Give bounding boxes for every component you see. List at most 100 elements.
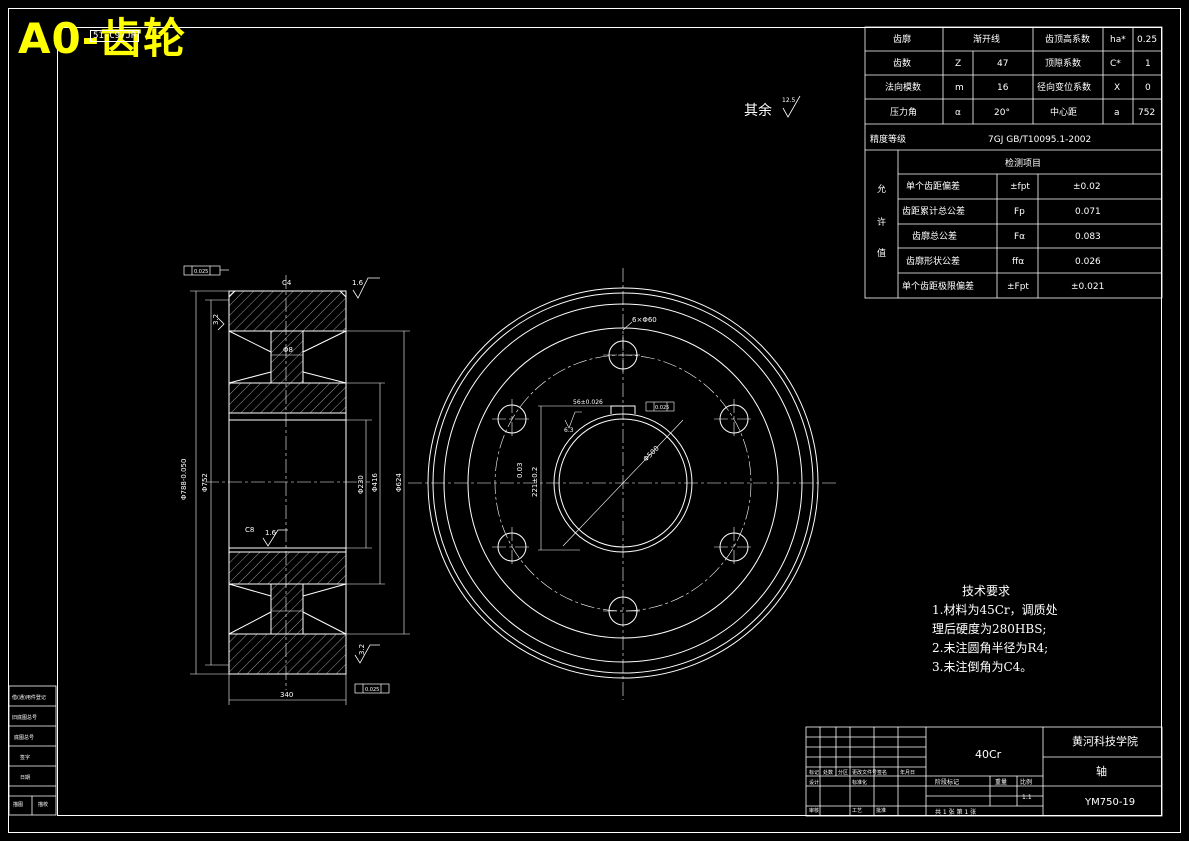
tb-scale: 1:1 [1022,794,1032,801]
drawing-title: A0-齿轮 [18,14,187,63]
gt-r3-c2: 20° [994,108,1010,118]
gt-r1-c3: 顶隙系数 [1045,57,1081,69]
gt-r0-c5: 0.25 [1137,35,1157,45]
gt-r3-c5: 752 [1138,108,1155,118]
side-roughness-symbols [217,277,380,664]
dim-key-tol: 0.03 [516,462,524,478]
ss-label-2: 底图总号 [14,734,34,741]
gt-r2-c4: X [1114,83,1120,93]
gt-i4-val: ±0.021 [1071,282,1104,292]
gt-i1-name: 齿距累计总公差 [902,205,965,217]
tb-label-craft: 工艺 [852,808,862,814]
tb-sheet: 共 1 张 第 1 张 [935,808,976,816]
tb-label-count: 处数 [823,769,833,776]
rest-finish-label: 其余 [744,102,772,119]
rough-front: 6.3 [564,427,574,434]
gt-accuracy-value: 7GJ GB/T10095.1-2002 [988,135,1091,145]
tech-note-line-2: 理后硬度为280HBS; [932,622,1047,636]
gt-r1-c1: Z [955,59,961,69]
tb-label-standard: 标准化 [852,779,867,786]
gt-i2-name: 齿廓总公差 [912,230,957,242]
gt-r2-c5: 0 [1145,83,1151,93]
front-centerlines [408,268,838,700]
tb-label-design: 设计 [809,779,819,786]
tb-part-name: 轴 [1096,764,1107,778]
ss-label-6: 描校 [38,801,48,808]
rough-side-top: 1.6 [352,279,364,287]
tb-label-approve: 批准 [876,807,886,814]
dim-bore-dia: Φ230 [357,475,365,494]
side-centerlines [205,275,370,690]
tb-label-date: 年月日 [900,769,915,776]
gt-i3-val: 0.026 [1075,257,1101,267]
gear-parameter-table [864,26,1163,299]
rough-side-left: 3.2 [212,314,220,325]
tb-label-change: 更改文件号 [852,769,877,776]
dim-web-dia: Φ624 [395,473,403,492]
dim-side-width: 340 [280,691,293,699]
gt-i3-name: 齿廓形状公差 [906,255,960,267]
ss-label-4: 日期 [20,775,30,781]
gt-i1-sym: Fp [1014,207,1025,217]
dim-chamfer-mid: C8 [245,526,254,534]
dim-web-width: Φ8 [283,346,293,354]
gt-allow-3: 值 [877,247,886,259]
gt-r3-c1: α [955,108,961,118]
drawing-code-tag: 51-C9/JR [90,30,140,42]
dim-outer-dia: Φ788-0.050 [180,459,188,500]
tb-label-mark: 标记 [809,769,819,776]
side-dimension-lines [190,290,410,705]
gt-allow-2: 许 [877,216,886,228]
front-dimension-texts: 6×Φ60 56±0.026 6.3 221±0.2 0.03 Φ500 0.0… [516,316,669,497]
gt-r3-c3: 中心距 [1050,106,1077,118]
dim-hub-dia: Φ416 [371,473,379,492]
gt-r2-c0: 法向模数 [885,81,921,93]
dim-front-dia: Φ500 [642,444,661,463]
side-tolerance-frames [183,265,390,694]
tech-note-line-3: 2.未注圆角半径为R4; [932,641,1049,655]
drawing-border-inner [57,27,1162,816]
gt-i4-sym: ±Fpt [1007,282,1029,292]
gt-i0-sym: ±fpt [1010,182,1030,192]
gt-r1-c0: 齿数 [893,57,911,69]
side-dimension-texts: 340 C4 C8 1.6 1.6 Φ8 3.2 3.2 Φ788-0.050 … [180,269,403,699]
gt-i0-name: 单个齿距偏差 [906,180,960,192]
dim-chamfer-top: C4 [282,279,292,287]
dim-outer-dia2: Φ752 [201,473,209,492]
ss-label-0: 借(通)用件登记 [12,694,46,701]
gt-allow-1: 允 [877,183,886,195]
gt-r0-c0: 齿廓 [893,33,911,45]
title-block-texts: 40Cr 黄河科技学院 轴 YM750-19 阶段标记 重量 比例 1:1 共 … [809,734,1138,816]
gt-r2-c2: 16 [997,83,1009,93]
tb-weight-label: 重量 [995,778,1007,786]
technical-requirements: 技术要求 1.材料为45Cr，调质处 理后硬度为280HBS; 2.未注圆角半径… [932,582,1058,677]
tol-side-bottom-value: 0.025 [365,687,379,693]
gt-r2-c3: 径向变位系数 [1037,81,1091,93]
gt-i2-val: 0.083 [1075,232,1101,242]
gt-r3-c4: a [1114,108,1120,118]
gt-r1-c2: 47 [997,59,1008,69]
gt-accuracy-label: 精度等级 [870,133,906,145]
rough-side-bottom: 3.2 [358,644,366,655]
tb-label-sign: 签名 [877,769,887,776]
ss-label-3: 签字 [20,754,30,761]
tb-stage-label: 阶段标记 [935,778,959,786]
rest-finish-value: 12.5 [782,97,796,104]
tb-label-zone: 分区 [838,769,848,776]
tech-note-line-4: 3.未注倒角为C4。 [932,660,1033,674]
gt-i3-sym: ffα [1012,257,1024,267]
side-strip-texts: 借(通)用件登记 旧底图总号 底图总号 签字 日期 描图 描校 [12,694,48,808]
tb-scale-label: 比例 [1020,778,1032,786]
gt-i1-val: 0.071 [1075,207,1101,217]
tb-label-review: 审核 [809,807,819,814]
gt-i0-val: ±0.02 [1073,182,1101,192]
side-view-section [228,290,347,675]
gt-r2-c1: m [955,83,964,93]
gt-inspect-title: 检测项目 [1005,157,1041,169]
dim-key-depth: 221±0.2 [531,467,539,497]
rest-finish-symbol [782,95,801,118]
dim-key-width: 56±0.026 [573,399,603,406]
tb-material: 40Cr [975,748,1002,761]
tol-side-top-value: 0.025 [194,269,208,275]
